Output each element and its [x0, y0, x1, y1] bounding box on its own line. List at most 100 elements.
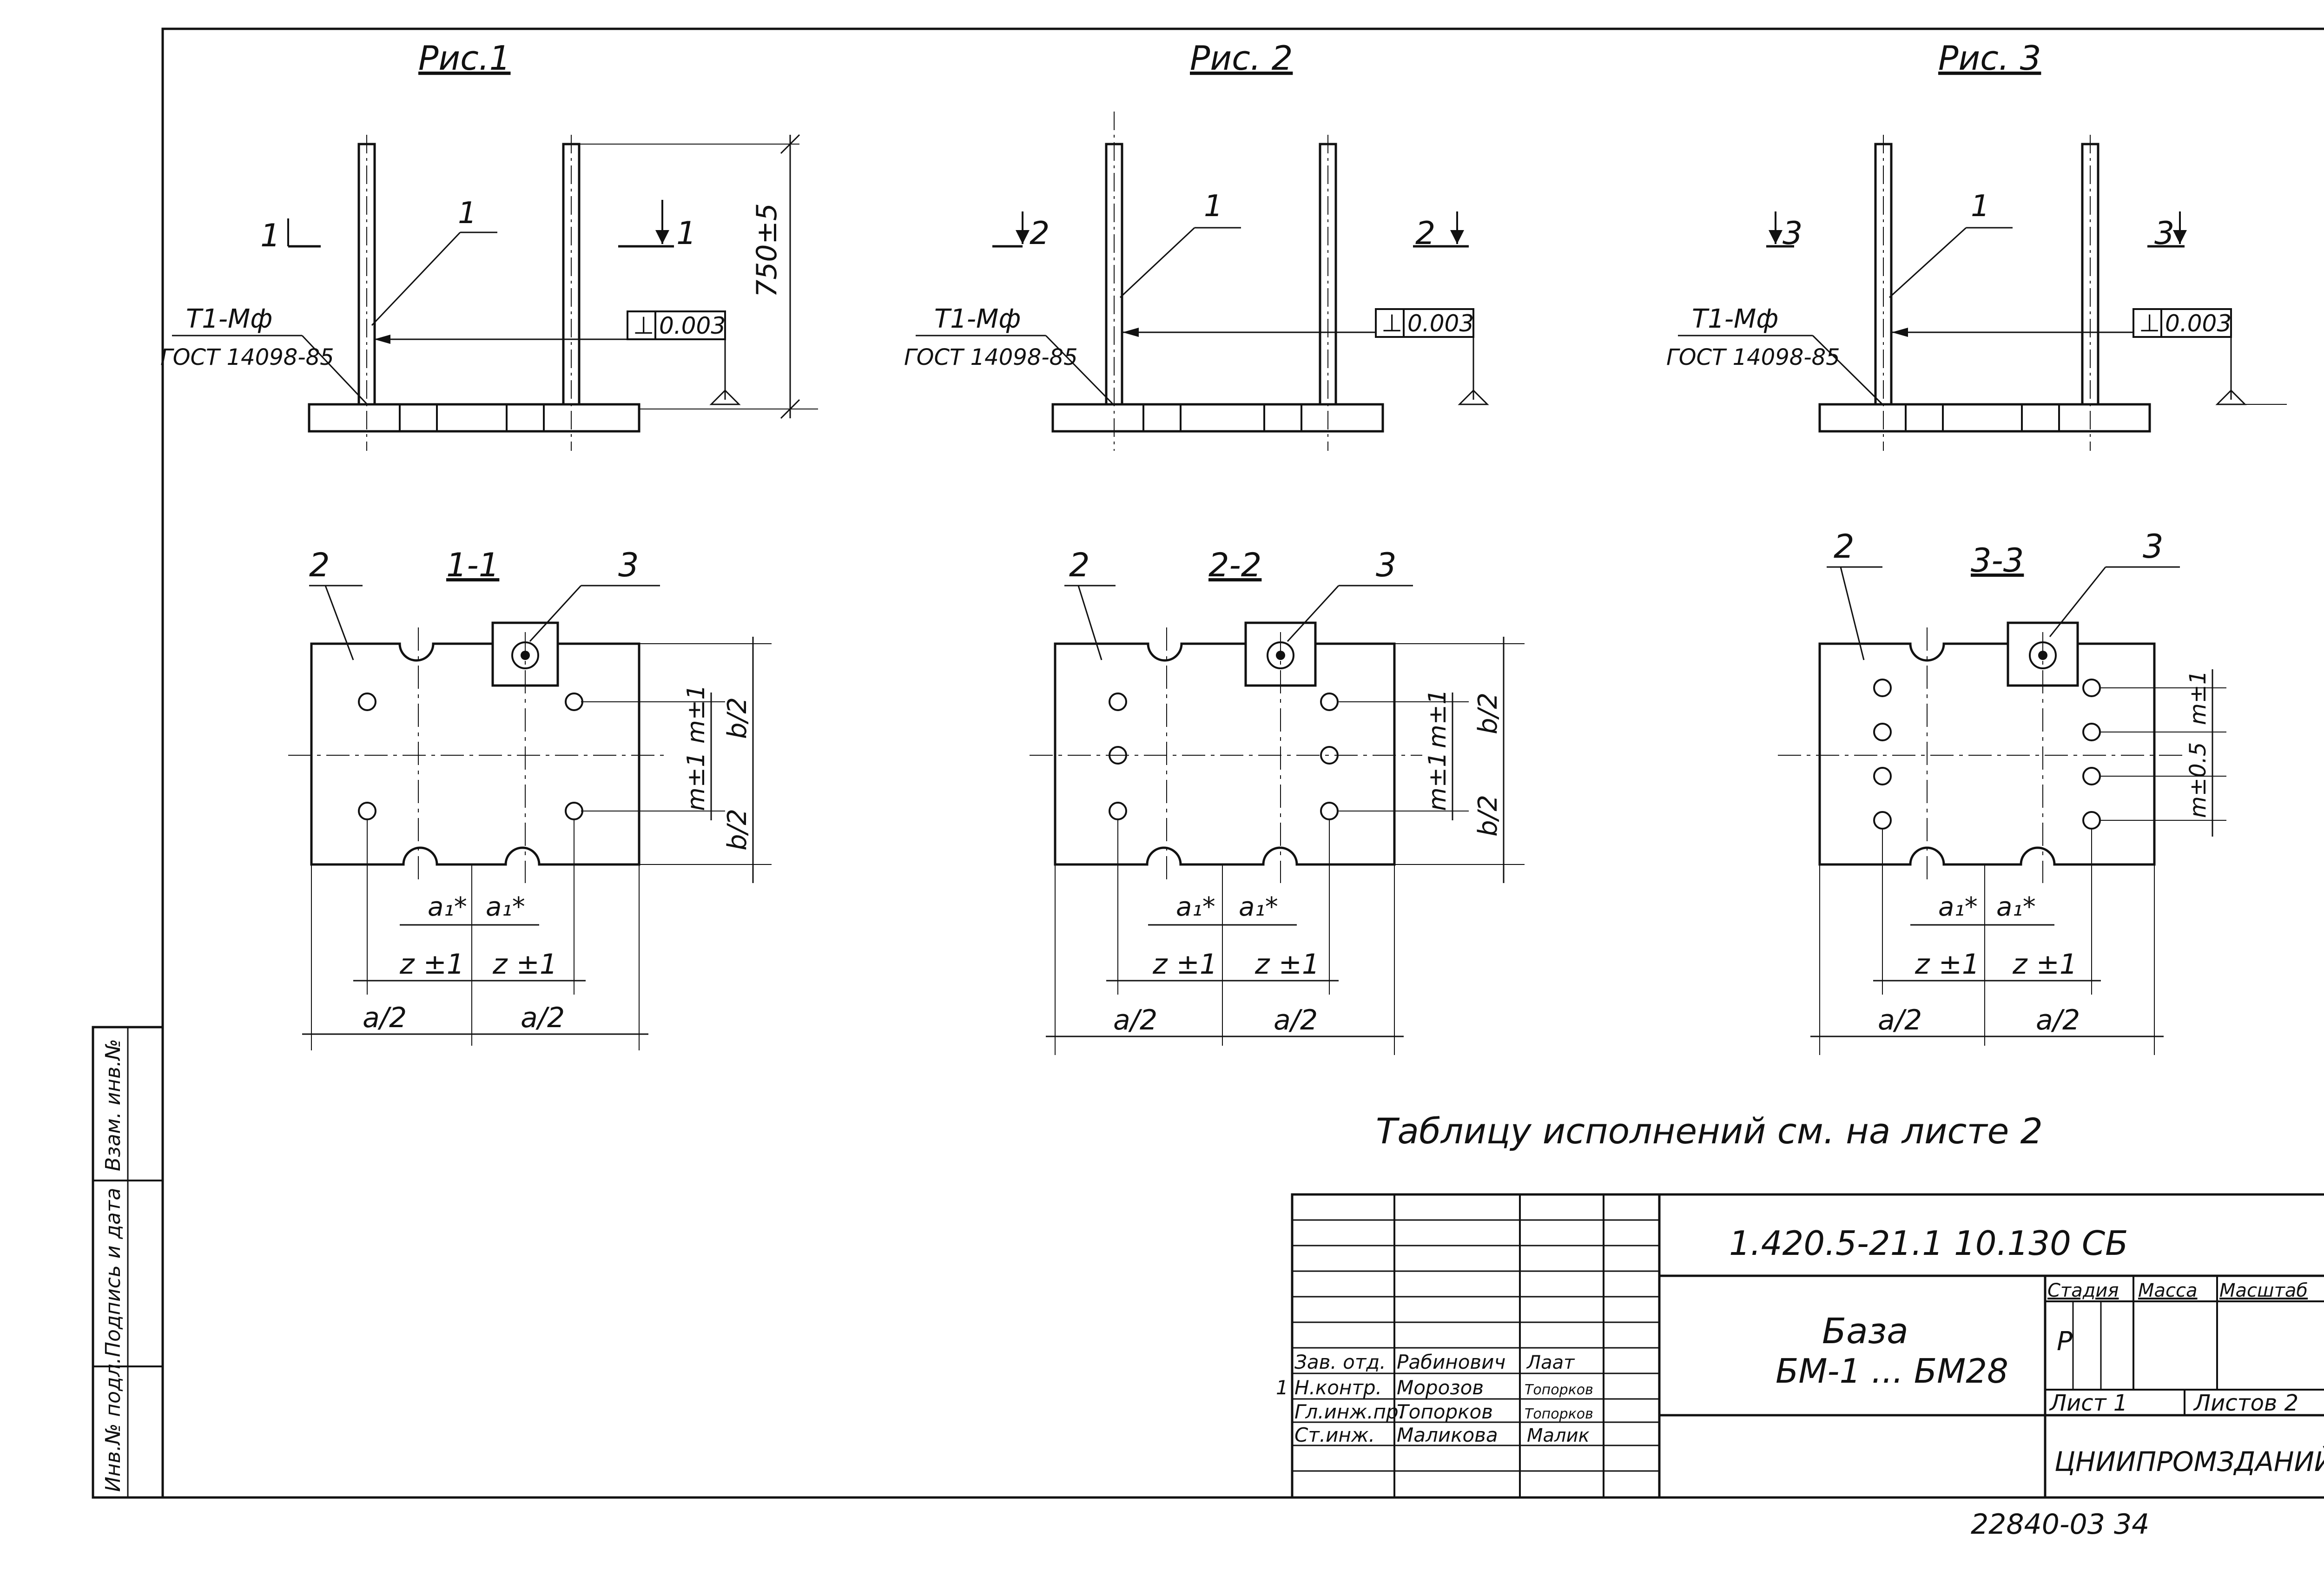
fig3-section-mark-left: 3 — [1783, 215, 1802, 252]
fig1-dim-b-upper: b/2 — [722, 697, 753, 739]
figure-2: Рис. 2 2 2 1 Т1-Мф ГОСТ 14098-85 ⊥ 0.003… — [904, 39, 1525, 1055]
sig-name-2: Топорков — [1397, 1400, 1493, 1423]
fig2-dim-a1-left: a₁* — [1176, 892, 1215, 922]
fig2-dim-b-upper: b/2 — [1473, 693, 1503, 734]
fig3-section-label: 3-3 — [1971, 541, 2024, 580]
title-col-stage: Стадия — [2047, 1280, 2119, 1301]
sig-row-mark: 1 — [1276, 1376, 1288, 1399]
fig3-perp-tolerance: 0.003 — [2165, 310, 2232, 337]
sheet-frame — [161, 27, 2324, 1499]
sig-name-0: Рабинович — [1397, 1351, 1505, 1373]
sig-role-1: Н.контр. — [1294, 1376, 1382, 1399]
fig2-dim-z-left: z ±1 — [1152, 948, 1217, 981]
title-sheets: Листов 2 — [2193, 1390, 2298, 1416]
table-reference-note: Таблицу исполнений см. на листе 2 — [1376, 1110, 2043, 1152]
fig3-dim-a2-right: a/2 — [2036, 1004, 2080, 1036]
title-designation: 1.420.5-21.1 10.130 СБ — [1729, 1224, 2128, 1263]
figure-1: Рис.1 750±5 1 1 1 Т1-Мф ГОСТ 14098-8 — [160, 39, 818, 1050]
fig1-dim-a1-left: a₁* — [428, 892, 467, 922]
fig1-section-label: 1-1 — [446, 546, 499, 584]
title-name-line2: БМ-1 ... БМ28 — [1776, 1352, 2008, 1391]
fig3-dim-m-lower: m±0.5 — [2185, 742, 2211, 818]
sig-signature-2: Топорков — [1525, 1406, 1593, 1422]
fig1-perp-symbol: ⊥ — [633, 312, 654, 339]
fig2-dim-z-right: z ±1 — [1254, 948, 1320, 981]
fig1-callout-3: 3 — [618, 546, 639, 584]
fig1-plate-plan — [310, 642, 640, 866]
fig3-plate-plan — [1818, 642, 2156, 866]
fig3-dim-m-upper: m±1 — [2185, 670, 2211, 725]
fig2-dim-a2-left: a/2 — [1113, 1004, 1157, 1036]
side-signature-date: Подпись и дата — [101, 1188, 125, 1357]
fig3-dim-a1-right: a₁* — [1996, 892, 2036, 922]
title-name-line1: База — [1822, 1310, 1908, 1352]
fig3-dim-z-right: z ±1 — [2012, 948, 2077, 981]
fig1-dim-a2-right: a/2 — [521, 1002, 565, 1034]
sig-signature-0: Лаат — [1526, 1352, 1575, 1373]
sig-signature-1: Топорков — [1525, 1382, 1593, 1398]
fig2-dim-b-lower: b/2 — [1473, 795, 1503, 837]
fig1-callout-1: 1 — [458, 196, 477, 231]
sig-role-3: Ст.инж. — [1294, 1424, 1375, 1446]
fig1-dim-z-right: z ±1 — [492, 948, 557, 981]
fig1-dim-b-lower: b/2 — [722, 809, 753, 851]
fig1-section-mark-left: 1 — [260, 218, 280, 254]
title-block: 1.420.5-21.1 10.130 СБ База БМ-1 ... БМ2… — [1276, 1193, 2324, 1499]
fig1-dim-z-left: z ±1 — [399, 948, 464, 981]
fig3-section-mark-right: 3 — [2154, 215, 2174, 252]
fig1-dim-a2-left: a/2 — [363, 1002, 407, 1034]
fig1-weld-code: Т1-Мф — [186, 304, 272, 334]
title-stage-value: Р — [2057, 1326, 2073, 1357]
sig-name-3: Маликова — [1397, 1424, 1498, 1446]
title-organization: ЦНИИПРОМЗДАНИЙ — [2054, 1445, 2324, 1477]
fig1-section-mark-right: 1 — [676, 215, 696, 252]
fig2-section-mark-right: 2 — [1415, 215, 1435, 252]
bottom-code: 22840-03 34 — [1971, 1508, 2149, 1541]
fig2-base-plate — [1051, 403, 1384, 433]
sig-role-2: Гл.инж.пр. — [1294, 1400, 1405, 1423]
fig2-dim-m-upper: m±1 — [1424, 689, 1452, 748]
fig2-perp-tolerance: 0.003 — [1407, 310, 1474, 337]
fig2-callout-1: 1 — [1204, 189, 1223, 224]
fig2-callout-2: 2 — [1069, 546, 1090, 584]
fig1-weld-standard: ГОСТ 14098-85 — [160, 344, 334, 370]
fig2-weld-standard: ГОСТ 14098-85 — [904, 344, 1078, 370]
fig3-callout-3: 3 — [2143, 528, 2164, 566]
fig2-weld-code: Т1-Мф — [934, 304, 1021, 334]
fig2-callout-3: 3 — [1376, 546, 1397, 584]
fig3-base-plate — [1818, 403, 2151, 433]
fig3-weld-standard: ГОСТ 14098-85 — [1666, 344, 1840, 370]
figure-3-title: Рис. 3 — [1938, 39, 2041, 78]
sig-name-1: Морозов — [1397, 1376, 1484, 1399]
figure-2-title: Рис. 2 — [1190, 39, 1293, 78]
fig3-dim-a2-left: a/2 — [1878, 1004, 1922, 1036]
fig1-height-dim: 750±5 — [751, 203, 783, 297]
side-inv-no-orig: Инв.№ подл. — [101, 1357, 125, 1492]
fig1-callout-2: 2 — [309, 546, 330, 584]
fig2-perp-symbol: ⊥ — [1381, 310, 1402, 337]
fig2-dim-m-lower: m±1 — [1424, 752, 1452, 811]
fig3-callout-1: 1 — [1971, 189, 1990, 224]
title-col-scale: Масштаб — [2219, 1280, 2308, 1301]
side-strip: Взам. инв.№ Подпись и дата Инв.№ подл. — [92, 1026, 164, 1499]
fig1-base-plate — [308, 403, 640, 433]
sig-signature-3: Малик — [1527, 1425, 1590, 1446]
fig2-section-mark-left: 2 — [1030, 215, 1050, 252]
figure-3: Рис. 3 3 3 1 Т1-Мф ГОСТ 14098-85 ⊥ 0.003 — [1666, 39, 2287, 1055]
fig3-weld-code: Т1-Мф — [1692, 304, 1778, 334]
side-inv-no-ref: Взам. инв.№ — [101, 1039, 125, 1171]
fig1-perp-tolerance: 0.003 — [659, 312, 726, 339]
fig1-dim-a1-right: a₁* — [486, 892, 525, 922]
fig1-dim-m-upper: m±1 — [682, 685, 710, 744]
figure-1-title: Рис.1 — [418, 39, 511, 78]
fig2-plate-plan — [1054, 642, 1396, 866]
sig-role-0: Зав. отд. — [1294, 1351, 1386, 1373]
title-sheet: Лист 1 — [2049, 1390, 2127, 1416]
fig2-dim-a2-right: a/2 — [1274, 1004, 1318, 1036]
fig3-dim-z-left: z ±1 — [1915, 948, 1980, 981]
fig3-callout-2: 2 — [1834, 528, 1855, 566]
fig1-dim-m-lower: m±1 — [682, 752, 710, 811]
fig2-dim-a1-right: a₁* — [1239, 892, 1278, 922]
fig3-perp-symbol: ⊥ — [2139, 310, 2160, 337]
